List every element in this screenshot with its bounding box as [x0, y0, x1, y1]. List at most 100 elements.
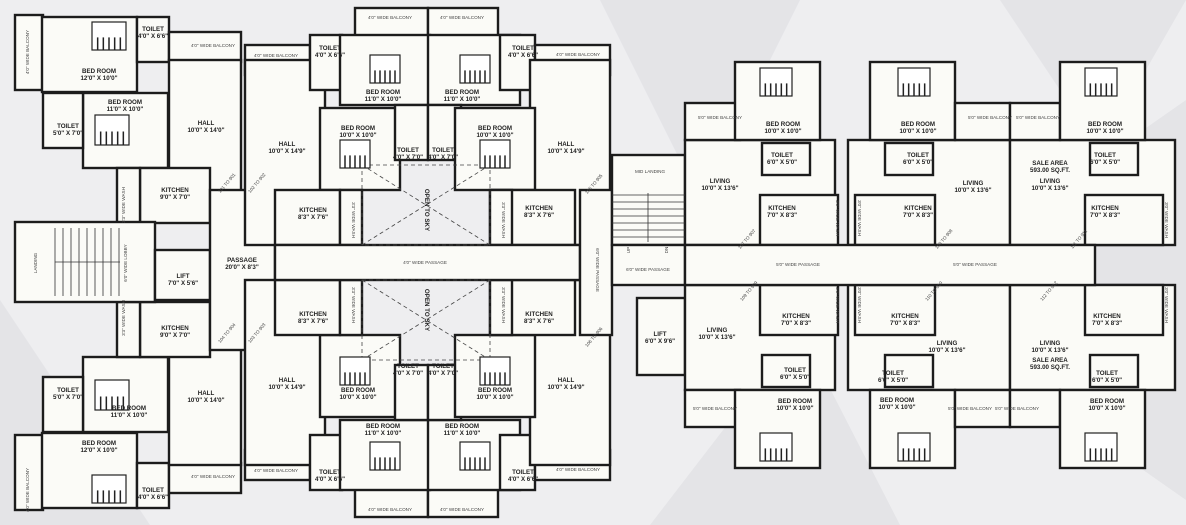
- room-name: 3'0" WIDE WASH: [835, 200, 840, 236]
- room-size: 11'0" X 10'0": [365, 430, 402, 437]
- room-label: 4'0" WIDE BALCONY: [440, 15, 484, 20]
- wall: [41, 91, 85, 150]
- room-name: 3'0" WIDE WASH: [1164, 287, 1169, 323]
- room-label: 5'0" WIDE BALCONY: [693, 406, 737, 411]
- wall: [1083, 283, 1165, 337]
- room-size: 10'0" X 10'0": [1088, 405, 1125, 412]
- wall: [426, 487, 500, 519]
- room-name: BED ROOM: [108, 99, 142, 106]
- room-size: 10'0" X 13'6": [698, 334, 735, 341]
- room-size: 10'0" X 14'9": [268, 384, 305, 391]
- room-name: 4'0" WIDE PASSAGE: [403, 260, 447, 265]
- wall: [426, 6, 500, 38]
- room-name: 4'0" WIDE BALCONY: [368, 507, 412, 512]
- room-size: 9'0" X 7'0": [160, 194, 190, 201]
- room-size: 7'0" X 8'3": [890, 320, 920, 327]
- background-triangle: [600, 0, 800, 200]
- room-label: 3'0" WIDE WASH: [1164, 287, 1169, 323]
- wall: [393, 103, 430, 162]
- room-name: TOILET: [319, 469, 341, 476]
- room-name: KITCHEN: [161, 325, 189, 332]
- room-name: SALE AREA: [1032, 160, 1068, 167]
- room-label: 6'0" WIDE LOBBY: [123, 244, 128, 281]
- room-size: 6'0" X 5'0": [1092, 377, 1122, 384]
- room-size: 7'0" X 8'3": [767, 212, 797, 219]
- room-name: BED ROOM: [778, 398, 812, 405]
- room-name: BED ROOM: [445, 423, 479, 430]
- room-name: BED ROOM: [112, 405, 146, 412]
- room-name: HALL: [279, 377, 296, 384]
- room-label: 3'3" WIDE WASH: [351, 202, 356, 238]
- room-name: TOILET: [432, 363, 454, 370]
- room-size: 11'0" X 10'0": [111, 412, 148, 419]
- room-size: 7'0" X 5'6": [168, 280, 198, 287]
- room-name: TOILET: [319, 45, 341, 52]
- room-label: 4'0" WIDE BALCONY: [191, 474, 235, 479]
- open-to-sky-area: [361, 279, 491, 361]
- room-size: 4'0" X 6'6": [508, 52, 538, 59]
- room-size: 10'0" X 10'0": [776, 405, 813, 412]
- wall: [578, 188, 614, 337]
- room-size: 11'0" X 10'0": [444, 96, 481, 103]
- room-label: 6'0" WIDE PASSAGE: [595, 248, 600, 292]
- room-name: OPEN TO SKY: [423, 289, 430, 332]
- wall: [488, 278, 514, 337]
- room-size: 10'0" X 13'6": [954, 187, 991, 194]
- room-name: BED ROOM: [766, 121, 800, 128]
- wall: [353, 6, 430, 38]
- room-name: BED ROOM: [1088, 121, 1122, 128]
- room-name: BED ROOM: [82, 440, 116, 447]
- room-label: 5'0" WIDE PASSAGE: [953, 262, 997, 267]
- room-name: UP: [626, 247, 631, 253]
- room-size: 4'0" X 6'6": [315, 476, 345, 483]
- room-size: 4'0" X 7'0": [393, 370, 423, 377]
- room-name: 5'0" WIDE BALCONY: [693, 406, 737, 411]
- room-name: 5'0" WIDE BALCONY: [698, 115, 742, 120]
- room-label: 5'0" WIDE BALCONY: [968, 115, 1012, 120]
- room-name: 4'0" WIDE BALCONY: [368, 15, 412, 20]
- room-name: BED ROOM: [880, 397, 914, 404]
- room-size: 10'0" X 10'0": [476, 132, 513, 139]
- room-label: 4'0" WIDE BALCONY: [254, 53, 298, 58]
- room-name: HALL: [558, 377, 575, 384]
- room-name: TOILET: [882, 370, 904, 377]
- room-name: DN: [664, 247, 669, 254]
- room-size: 10'0" X 13'6": [701, 185, 738, 192]
- room-size: 10'0" X 10'0": [1086, 128, 1123, 135]
- room-size: 9'0" X 7'0": [160, 332, 190, 339]
- room-size: 7'0" X 8'3": [1092, 320, 1122, 327]
- room-name: LANDING: [33, 252, 38, 273]
- room-label: OPEN TO SKY: [423, 189, 430, 232]
- room-name: HALL: [279, 141, 296, 148]
- room-name: SALE AREA: [1032, 357, 1068, 364]
- wall: [683, 101, 742, 142]
- room-size: 7'0" X 8'3": [903, 212, 933, 219]
- room-size: 10'0" X 10'0": [899, 128, 936, 135]
- room-name: 4'0" WIDE BALCONY: [556, 52, 600, 57]
- room-label: 5'0" WIDE BALCONY: [698, 115, 742, 120]
- room-size: 11'0" X 10'0": [107, 106, 144, 113]
- room-label: 5'0" WIDE PASSAGE: [776, 262, 820, 267]
- room-name: 3'3" WIDE WASH: [121, 300, 126, 336]
